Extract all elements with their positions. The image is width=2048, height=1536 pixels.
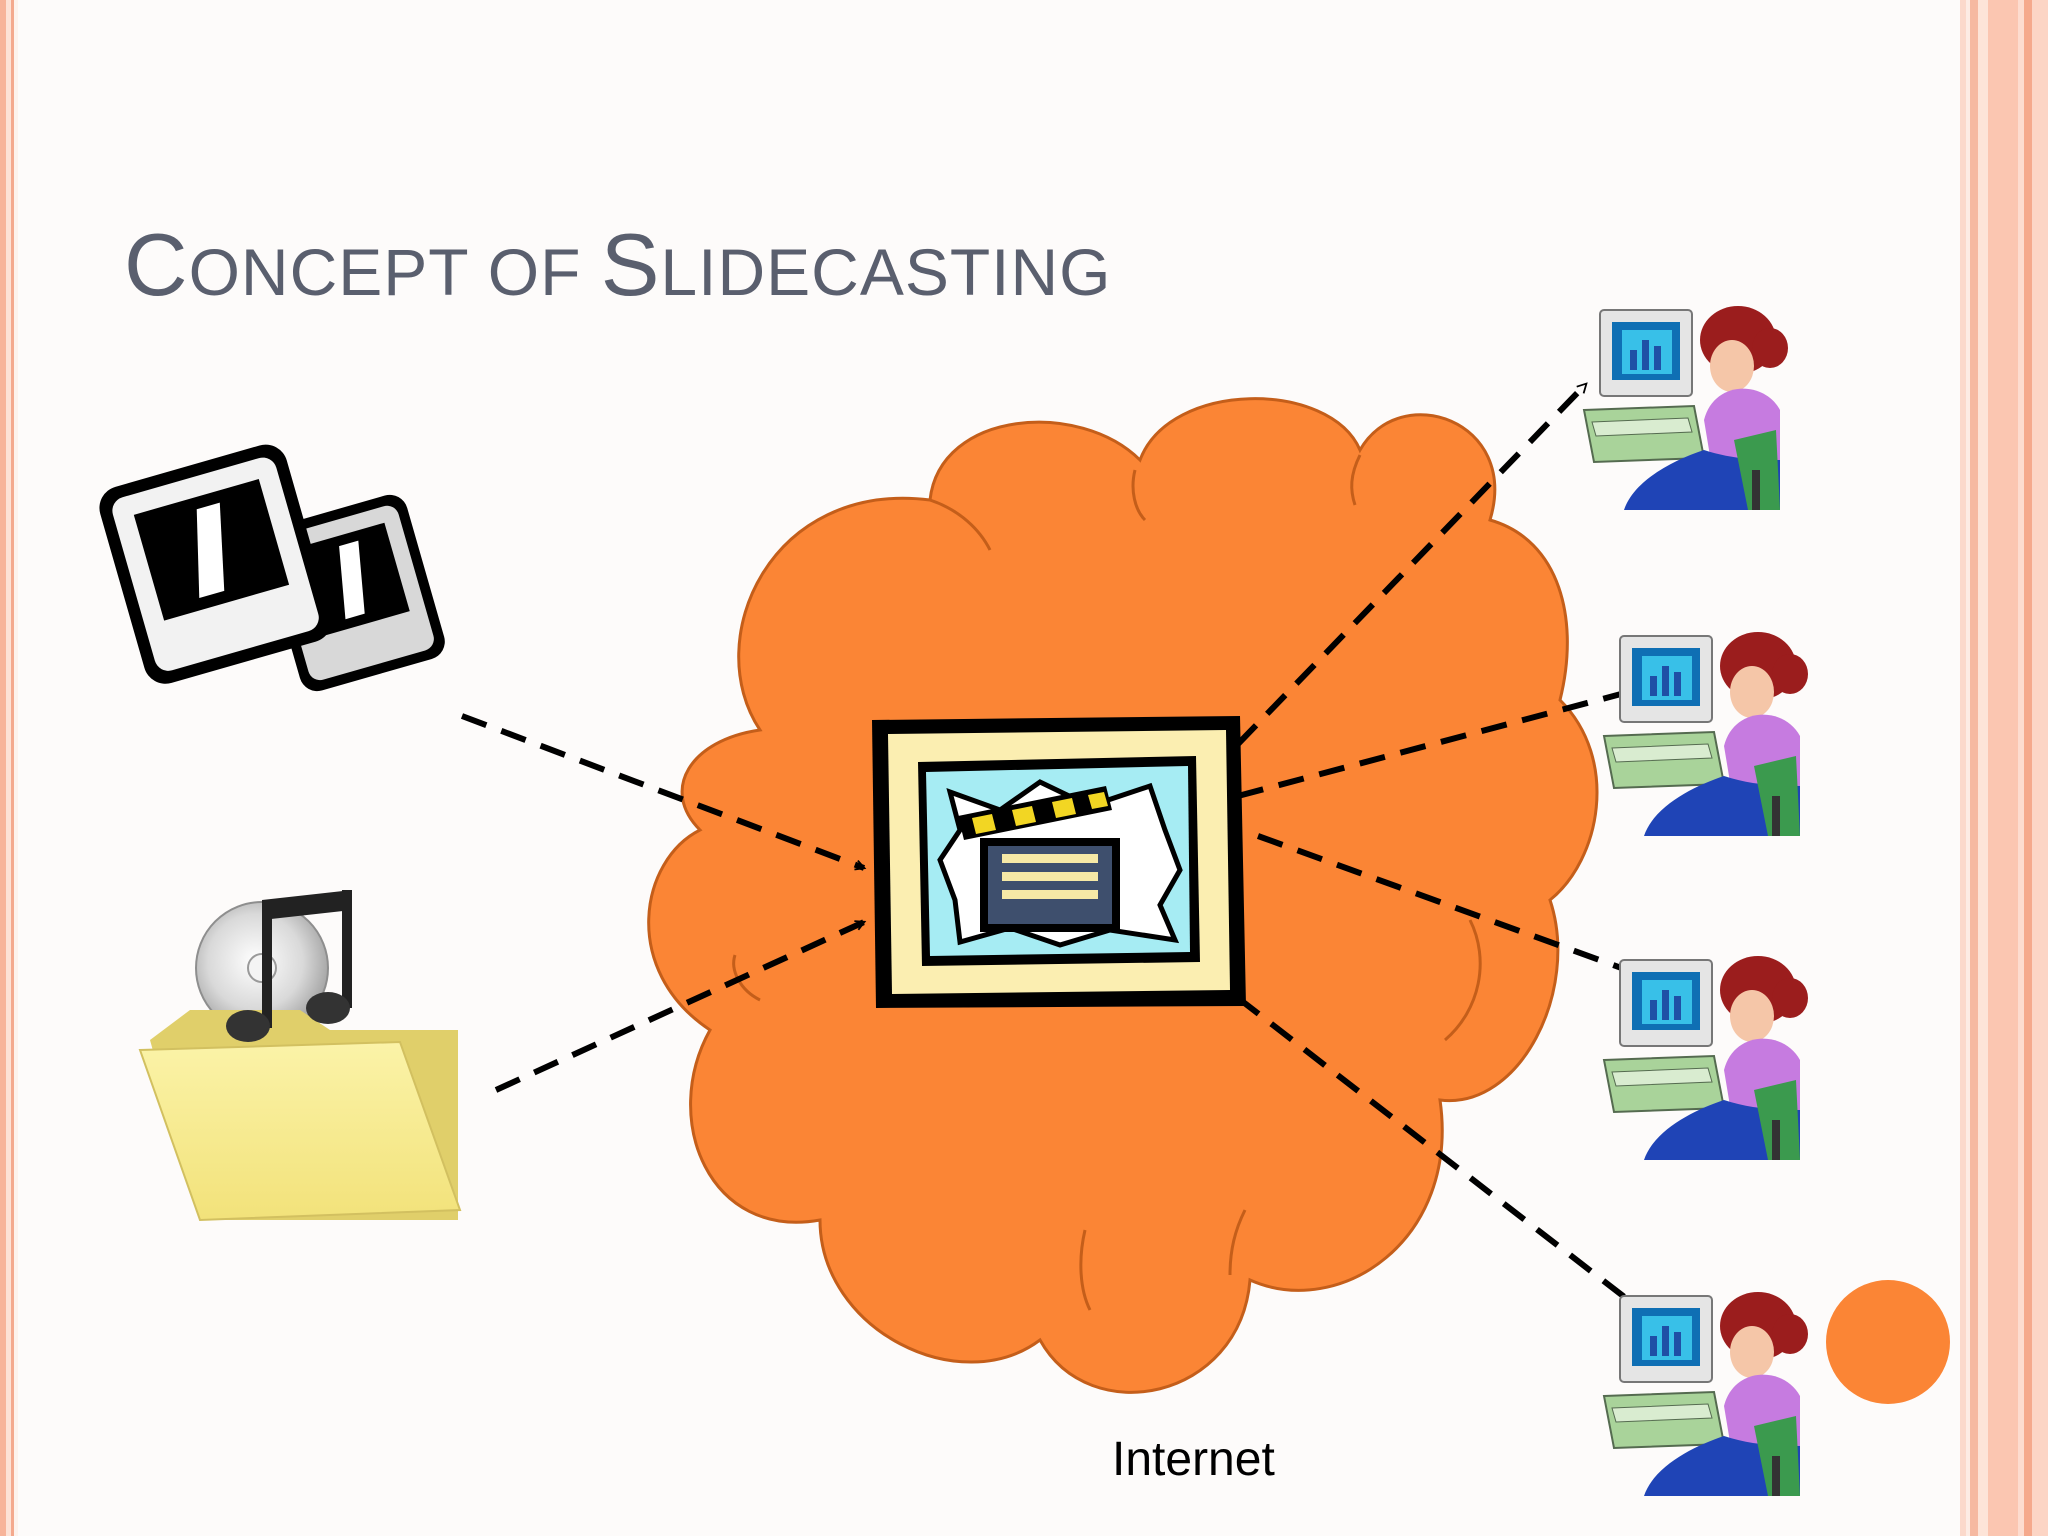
arrow-center-to-viewer-3 (1256, 833, 1660, 985)
arrow-music-to-center (494, 919, 864, 1093)
left-decorative-border (0, 0, 18, 1536)
viewer-computer-icon (1602, 956, 1808, 1160)
arrow-center-to-viewer-2 (1237, 690, 1636, 799)
viewer-computer-icon (1602, 632, 1808, 836)
slide-title: CONCEPT OF SLIDECASTING (124, 215, 1112, 314)
internet-label: Internet (1112, 1433, 1275, 1486)
arrow-slides-to-center (460, 713, 864, 871)
music-folder-icon (138, 890, 462, 1222)
arrows (460, 381, 1660, 1309)
slides-icon (99, 444, 445, 692)
video-clapperboard-icon (872, 716, 1246, 1008)
right-decorative-border (1960, 0, 2048, 1536)
viewer-computer-icon (1582, 306, 1788, 510)
viewer-computer-icon (1602, 1292, 1808, 1496)
accent-circle (1826, 1280, 1950, 1404)
